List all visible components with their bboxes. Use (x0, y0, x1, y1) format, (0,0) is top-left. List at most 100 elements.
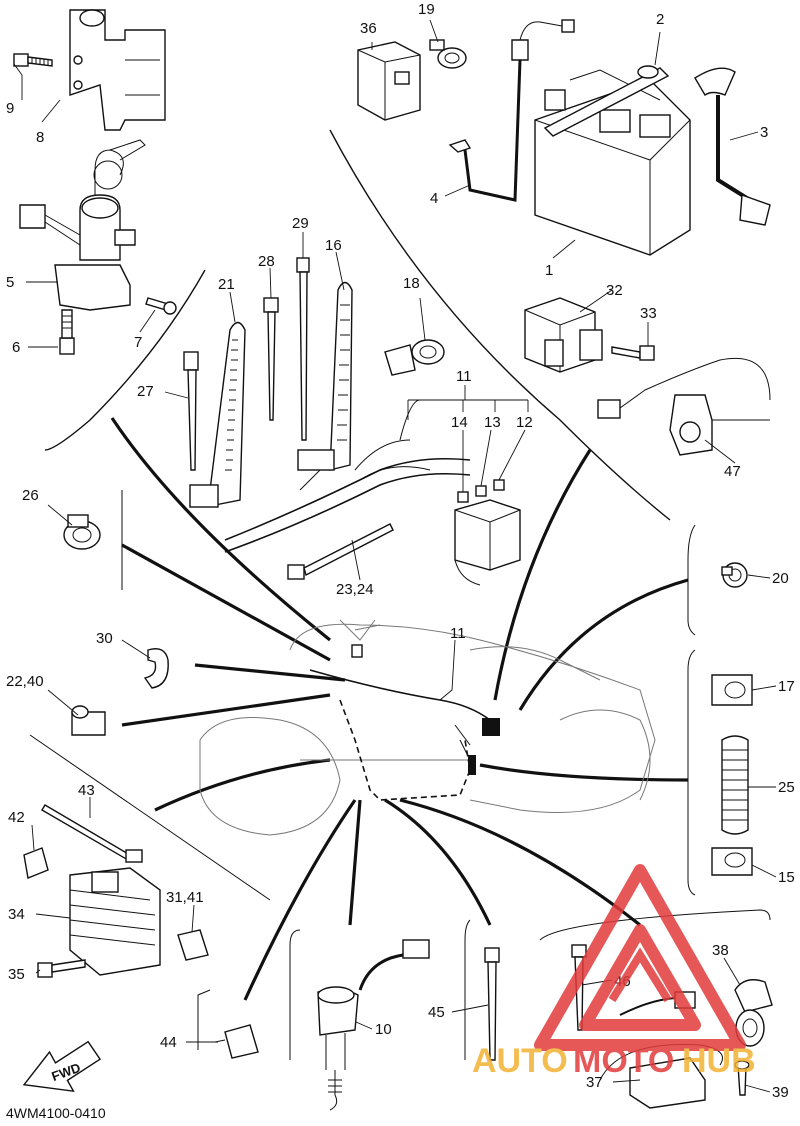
bolt-part-6 (59, 309, 75, 355)
clamp-part-20 (721, 562, 748, 588)
label-11-top: 11 (456, 368, 472, 385)
section-border-main-switch (44, 269, 206, 451)
section-border-battery (329, 129, 671, 521)
clamp-part-30 (143, 648, 169, 689)
connector-line-45 (384, 798, 492, 926)
label-39: 39 (772, 1084, 789, 1101)
label-23-24: 23,24 (336, 581, 374, 598)
cable-tie-part-29 (296, 257, 310, 441)
section-border-45 (464, 919, 471, 1060)
label-20: 20 (772, 570, 789, 587)
bracket-part-8 (69, 9, 166, 131)
cable-tie-part-45 (484, 947, 500, 1061)
label-1: 1 (545, 262, 553, 279)
lead-part-4 (448, 19, 575, 202)
label-18: 18 (403, 275, 420, 292)
clamp-part-22-40 (71, 705, 106, 736)
label-36: 36 (360, 20, 377, 37)
label-30: 30 (96, 630, 113, 647)
cable-tie-part-27 (183, 351, 199, 471)
connector-line-10 (348, 799, 362, 926)
holder-part-42 (23, 847, 49, 879)
main-harness-on-frame (309, 644, 500, 801)
grommet-part-25 (721, 735, 749, 835)
label-45: 45 (428, 1004, 445, 1021)
clamp-part-18 (384, 339, 445, 376)
connector-line-46 (399, 798, 641, 927)
starter-relay-part-32 (524, 297, 603, 373)
watermark-triangle-logo (534, 864, 746, 1051)
label-8: 8 (36, 129, 44, 146)
label-15: 15 (778, 869, 795, 886)
label-13: 13 (484, 414, 501, 431)
automotohub-watermark: AUTO MOTO HUB (472, 864, 756, 1080)
rectifier-part-34 (69, 867, 161, 976)
cable-tie-part-43 (41, 804, 143, 863)
bolt-part-9 (13, 53, 53, 67)
label-9: 9 (6, 100, 14, 117)
watermark-inner-triangle (608, 947, 672, 1003)
motorcycle-frame-outline (199, 619, 656, 836)
label-10: 10 (375, 1021, 392, 1038)
connector-line-30 (194, 663, 346, 682)
cable-tie-part-28 (263, 297, 279, 421)
lead-part-3 (694, 67, 771, 226)
label-26: 26 (22, 487, 39, 504)
holder-part-44 (214, 1024, 259, 1059)
connector-line-battery (493, 449, 592, 701)
label-27: 27 (137, 383, 154, 400)
label-19: 19 (418, 1, 435, 18)
label-44: 44 (160, 1034, 177, 1051)
sensor-part-47 (597, 357, 771, 456)
label-43: 43 (78, 782, 95, 799)
watermark-text-hub: HUB (682, 1042, 756, 1080)
label-31-41: 31,41 (166, 889, 204, 906)
label-17: 17 (778, 678, 795, 695)
leader-lines (13, 19, 777, 1093)
connector-line-25 (479, 763, 689, 782)
section-border-right-lower (687, 649, 696, 896)
label-29: 29 (292, 215, 309, 232)
watermark-text-moto: MOTO (573, 1042, 674, 1080)
label-47: 47 (724, 463, 741, 480)
clamp-part-17 (711, 674, 753, 706)
screw-part-7 (145, 297, 177, 315)
label-4: 4 (430, 190, 438, 207)
label-28: 28 (258, 253, 275, 270)
relay-part-36 (357, 41, 421, 121)
band-part-21 (189, 321, 246, 508)
band-part-2 (543, 65, 670, 137)
diagram-code: 4WM4100-0410 (6, 1105, 106, 1121)
connector-line-44 (243, 799, 357, 1001)
connector-line-main-switch (110, 417, 331, 642)
band-part-16 (297, 281, 353, 471)
section-border-44 (197, 989, 211, 1050)
label-34: 34 (8, 906, 25, 923)
label-32: 32 (606, 282, 623, 299)
connector-line-22 (121, 693, 331, 727)
label-7: 7 (134, 334, 142, 351)
label-42: 42 (8, 809, 25, 826)
connector-line-20 (518, 578, 689, 711)
label-33: 33 (640, 305, 657, 322)
label-5: 5 (6, 274, 14, 291)
switch-part-10 (317, 939, 430, 1111)
watermark-text-auto: AUTO (472, 1042, 568, 1080)
clamp-part-15 (711, 847, 753, 876)
label-25: 25 (778, 779, 795, 796)
section-border-right (687, 524, 696, 636)
section-border-46 (539, 909, 771, 941)
clamp-part-19 (429, 39, 467, 69)
section-border-lower-left (29, 734, 271, 901)
bolt-part-33 (611, 345, 655, 361)
holder-part-31-41 (177, 929, 209, 961)
label-16: 16 (325, 237, 342, 254)
connector-line-26 (121, 543, 331, 662)
main-switch-part-5 (19, 139, 146, 311)
wire-harness-part-11 (224, 399, 521, 586)
label-3: 3 (760, 124, 768, 141)
connector-line-34 (154, 758, 331, 812)
section-border-10 (289, 929, 301, 1060)
label-37: 37 (586, 1074, 603, 1091)
